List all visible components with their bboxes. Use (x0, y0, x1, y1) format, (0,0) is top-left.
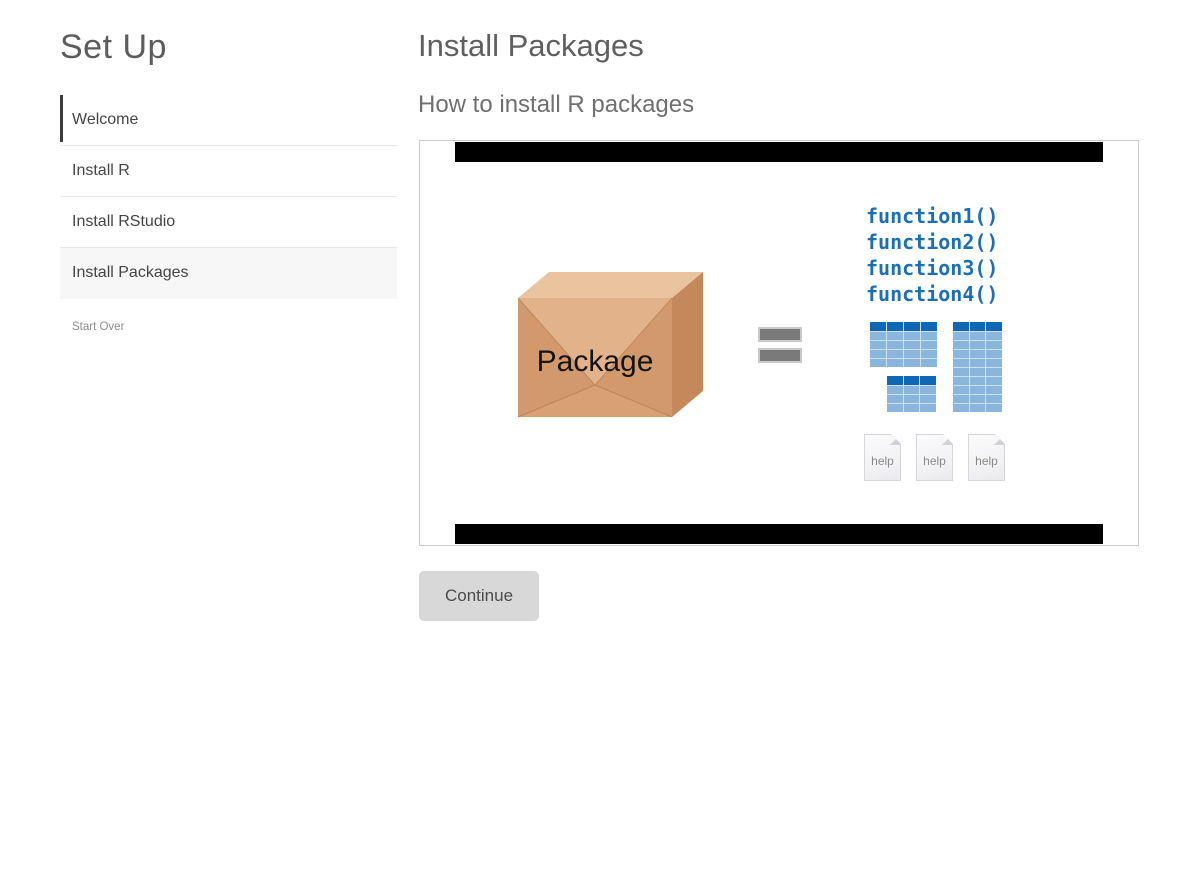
page-title: Install Packages (418, 28, 644, 63)
sidebar: Set Up Welcome Install R Install RStudio… (60, 28, 397, 335)
section-subtitle: How to install R packages (418, 91, 695, 118)
help-label: help (871, 454, 894, 468)
function-name: function3() (866, 256, 999, 280)
data-table-icon (953, 322, 1002, 412)
package-label: Package (537, 345, 654, 378)
help-document-icon: help (916, 434, 953, 481)
sidebar-item-welcome[interactable]: Welcome (60, 95, 397, 146)
equals-bar (760, 329, 800, 340)
start-over-link[interactable]: Start Over (72, 321, 125, 333)
function-name: function2() (866, 230, 999, 254)
package-box-illustration: Package (517, 272, 703, 418)
sidebar-item-label: Welcome (72, 111, 139, 128)
sidebar-item-install-r[interactable]: Install R (60, 146, 397, 197)
sidebar-item-install-rstudio[interactable]: Install RStudio (60, 197, 397, 248)
video-content: Package function1() function2() function… (455, 142, 1103, 544)
function-name: function4() (866, 282, 999, 306)
data-table-icon (887, 376, 936, 412)
equals-icon (758, 325, 806, 367)
sidebar-title: Set Up (60, 28, 167, 66)
help-document-icon: help (968, 434, 1005, 481)
video-embed[interactable]: Package function1() function2() function… (419, 140, 1139, 546)
continue-button[interactable]: Continue (419, 571, 539, 621)
function-name: function1() (866, 204, 999, 228)
sidebar-item-install-packages[interactable]: Install Packages (60, 248, 397, 299)
topic-nav: Welcome Install R Install RStudio Instal… (60, 95, 397, 299)
letterbox-bar-top (455, 142, 1103, 162)
help-label: help (923, 454, 946, 468)
data-table-icon (870, 322, 937, 367)
sidebar-item-label: Install RStudio (72, 213, 176, 230)
sidebar-item-label: Install R (72, 162, 130, 179)
current-topic-indicator (60, 95, 63, 142)
help-label: help (975, 454, 998, 468)
help-document-icon: help (864, 434, 901, 481)
function-list: function1() function2() function3() func… (866, 203, 998, 307)
letterbox-bar-bottom (455, 524, 1103, 544)
sidebar-item-label: Install Packages (72, 264, 189, 281)
equals-bar (760, 350, 800, 361)
